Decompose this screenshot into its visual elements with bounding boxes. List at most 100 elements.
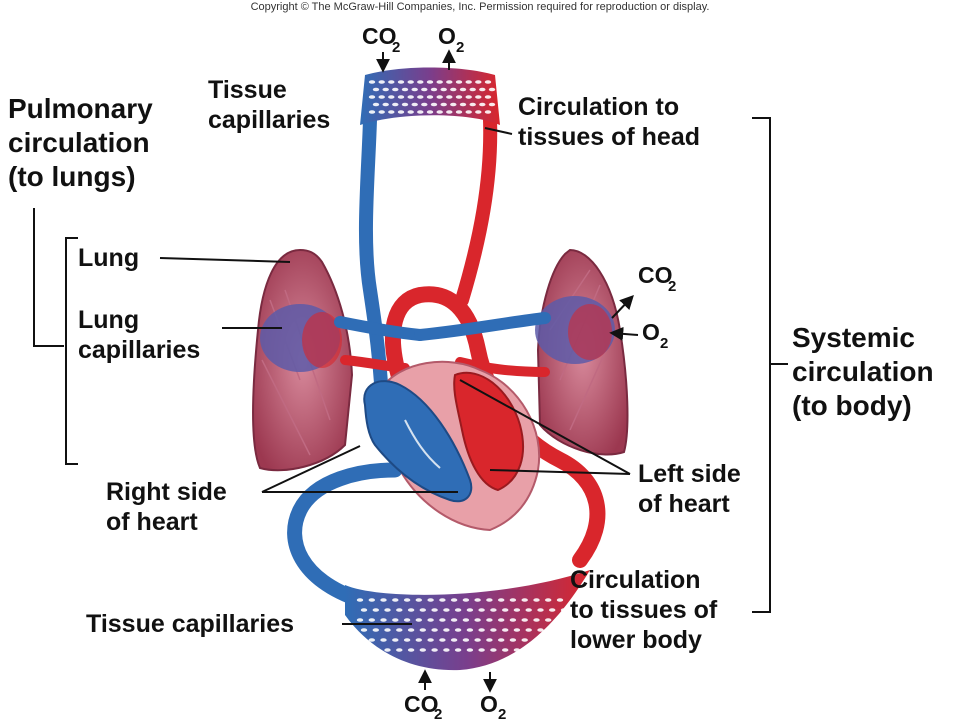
capillary-gap xyxy=(392,638,399,642)
right-lung-capillaries xyxy=(535,296,615,364)
capillary-gap xyxy=(392,87,399,92)
capillary-gap xyxy=(502,648,509,652)
capillary-gap xyxy=(397,80,405,84)
capillary-gap xyxy=(421,102,428,107)
bottom-o2-label: O 2 xyxy=(480,691,506,723)
capillary-gap xyxy=(401,102,409,107)
artery-to-head xyxy=(455,113,498,307)
capillary-gap xyxy=(509,618,517,622)
capillary-gap xyxy=(521,618,528,622)
capillary-gap xyxy=(533,638,540,642)
capillary-gap xyxy=(417,110,424,114)
capillary-gap xyxy=(388,80,395,84)
capillary-gap xyxy=(372,102,380,107)
capillary-gap xyxy=(360,628,368,632)
capillary-gap xyxy=(384,628,391,632)
capillary-gap xyxy=(431,648,438,652)
capillary-gap xyxy=(427,618,434,622)
capillary-gap xyxy=(439,638,446,642)
lung-o2-label: O 2 xyxy=(642,319,668,352)
capillary-gap xyxy=(521,638,528,642)
capillary-gap xyxy=(403,598,411,602)
capillary-gap xyxy=(360,608,368,612)
top-co2-label: CO 2 xyxy=(362,23,400,56)
capillary-gap xyxy=(556,598,564,602)
capillary-gap xyxy=(419,628,426,632)
capillary-gap xyxy=(484,95,492,99)
lung-label: Lung xyxy=(78,244,139,272)
pulmonary-inner-bracket xyxy=(65,237,78,465)
top-co2-text: CO xyxy=(362,23,397,49)
capillary-gap xyxy=(462,598,470,602)
capillary-gap xyxy=(426,95,434,99)
capillary-gap xyxy=(368,598,375,602)
capillary-gap xyxy=(382,87,389,92)
capillary-gap xyxy=(417,95,424,99)
capillary-gap xyxy=(454,648,462,652)
capillary-gap xyxy=(368,638,375,642)
lower-body-circulation-label: Circulation to tissues of lower body xyxy=(570,566,724,654)
capillary-gap xyxy=(502,608,509,612)
capillary-gap xyxy=(392,102,399,107)
pulmonary-vein-right xyxy=(455,357,550,377)
capillary-gap xyxy=(392,598,399,602)
capillary-gap xyxy=(462,618,470,622)
capillary-gap xyxy=(436,80,443,84)
capillary-gap xyxy=(382,102,389,107)
capillary-gap xyxy=(407,628,415,632)
capillary-gap xyxy=(446,80,453,84)
capillary-gap xyxy=(430,102,438,107)
capillary-gap xyxy=(545,618,552,622)
svg-text:2: 2 xyxy=(660,335,668,352)
capillary-gap xyxy=(356,638,364,642)
capillary-gap xyxy=(378,110,385,114)
capillary-gap xyxy=(479,87,486,92)
capillary-gap xyxy=(407,648,415,652)
svg-text:2: 2 xyxy=(498,706,506,720)
capillary-gap xyxy=(509,638,517,642)
capillary-gap xyxy=(443,628,450,632)
capillary-gap xyxy=(459,87,467,92)
svg-text:2: 2 xyxy=(668,278,676,295)
head-circulation-leader xyxy=(484,127,513,135)
capillary-gap xyxy=(403,638,411,642)
capillary-gap xyxy=(396,608,403,612)
capillary-gap xyxy=(513,628,521,632)
capillary-gap xyxy=(466,628,474,632)
capillary-gap xyxy=(537,628,544,632)
capillary-gap xyxy=(360,648,368,652)
capillary-gap xyxy=(478,608,485,612)
capillary-gap xyxy=(525,608,532,612)
capillary-gap xyxy=(430,87,438,92)
capillary-gap xyxy=(411,102,418,107)
capillary-gap xyxy=(397,95,405,99)
right-heart-leader-1 xyxy=(261,445,361,493)
capillary-gap xyxy=(446,95,453,99)
capillary-gap xyxy=(427,638,434,642)
capillary-gap xyxy=(440,102,447,107)
lung-o2-arrow xyxy=(609,326,639,341)
capillary-gap xyxy=(396,628,403,632)
capillary-gap xyxy=(380,638,387,642)
bottom-co2-text: CO xyxy=(404,691,439,717)
capillary-gap xyxy=(407,80,414,84)
capillary-gap xyxy=(465,110,472,114)
capillary-gap xyxy=(478,648,485,652)
capillary-gap xyxy=(525,648,532,652)
capillary-gap xyxy=(368,80,376,84)
lung-capillaries-label: Lung capillaries xyxy=(78,306,200,364)
head-circulation-label: Circulation to tissues of head xyxy=(518,93,700,151)
capillary-gap xyxy=(419,608,426,612)
systemic-circulation-label: Systemic circulation (to body) xyxy=(792,322,941,421)
copyright-text: Copyright © The McGraw-Hill Companies, I… xyxy=(251,1,710,13)
lung-o2-text: O xyxy=(642,319,660,345)
capillary-gap xyxy=(521,598,528,602)
capillary-gap xyxy=(454,628,462,632)
capillary-gap xyxy=(397,110,405,114)
capillary-gap xyxy=(388,95,395,99)
left-side-of-heart xyxy=(453,371,524,492)
capillary-gap xyxy=(490,608,497,612)
capillary-gap xyxy=(486,638,493,642)
capillary-gap xyxy=(407,95,414,99)
